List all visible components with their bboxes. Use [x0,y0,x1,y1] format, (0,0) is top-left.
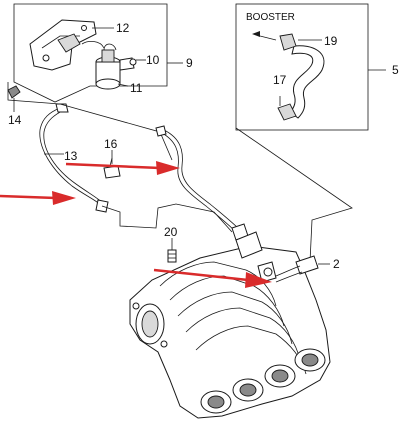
booster-box-5 [235,3,386,131]
red-arrow-manifold [153,268,272,288]
solenoid-valve-part-11 [81,40,146,90]
callout-9: 9 [186,56,193,70]
red-arrow-top [65,161,180,175]
bolt-part-20 [167,238,177,263]
clip-part-16 [103,150,121,179]
booster-hose [252,31,325,121]
intake-manifold [129,231,331,419]
callout-13: 13 [64,149,78,163]
callout-14: 14 [8,113,22,127]
booster-label: BOOSTER [246,12,295,23]
group-box-9 [13,3,183,103]
manifold-flanges [200,348,326,414]
red-arrow-left [0,191,76,205]
callout-5: 5 [392,63,399,77]
clip-part-14 [7,85,21,112]
callout-19: 19 [324,34,338,48]
callout-2: 2 [333,257,340,271]
bracket-part-12 [29,19,114,71]
callout-10: 10 [146,53,160,67]
callout-11: 11 [130,81,143,95]
vacuum-line-to-manifold [155,125,249,241]
callout-20: 20 [164,225,178,239]
callout-12: 12 [116,21,130,35]
callout-16: 16 [104,137,118,151]
callout-17: 17 [273,73,287,87]
